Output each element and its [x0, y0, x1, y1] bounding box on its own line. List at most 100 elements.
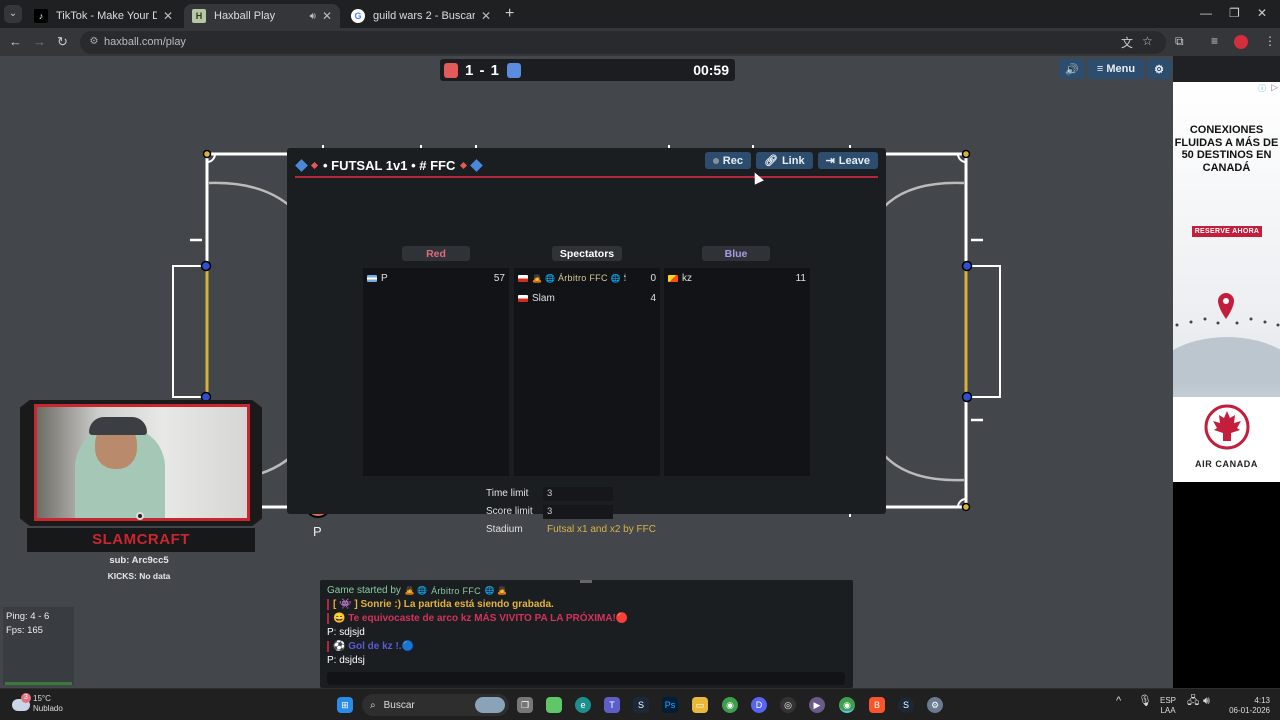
language-indicator[interactable]: ESP LAA: [1160, 696, 1176, 716]
score-limit-label: Score limit: [486, 506, 533, 517]
haxball-game-area[interactable]: P 1 - 1 00:59 🔊 ≡ Menu ⚙ • FUTSAL 1v1 • …: [0, 56, 1173, 688]
blue-team-list[interactable]: kz 11: [664, 268, 810, 476]
crown-emoji-icon: 🙇: [532, 273, 542, 283]
media-control-icon[interactable]: ≡: [1211, 34, 1219, 48]
audio-playing-icon[interactable]: 🔊︎: [309, 10, 316, 22]
menu-button[interactable]: ≡ Menu: [1088, 59, 1144, 79]
discord-icon[interactable]: D: [751, 697, 767, 713]
left-goal-net: [172, 265, 206, 398]
taskbar-search[interactable]: ⌕ Buscar: [362, 694, 509, 716]
minimize-button[interactable]: —: [1200, 6, 1212, 20]
time-limit-select[interactable]: 3: [543, 487, 613, 501]
reload-button[interactable]: ↻: [57, 34, 68, 49]
close-tab-icon[interactable]: ✕: [321, 9, 332, 23]
new-tab-button[interactable]: +: [505, 5, 515, 22]
advertisement[interactable]: ⓘ ▷ CONEXIONES FLUIDAS A MÁS DE 50 DESTI…: [1173, 82, 1280, 482]
player-row[interactable]: Slam 4: [518, 289, 656, 307]
red-team-header[interactable]: Red: [402, 246, 470, 261]
restore-button[interactable]: ❐: [1229, 6, 1240, 20]
flag-chile-icon: [518, 274, 528, 282]
ad-close-icon[interactable]: ▷: [1271, 82, 1278, 92]
tab-title: TikTok - Make Your Day: [56, 10, 157, 22]
leave-button[interactable]: ⇥Leave: [817, 152, 878, 169]
red-team-list[interactable]: P 57: [363, 268, 509, 476]
microphone-icon[interactable]: 🎙︎: [1138, 695, 1152, 707]
task-view-icon[interactable]: ❐: [517, 697, 533, 713]
chat-username: Árbitro FFC: [431, 585, 481, 596]
room-dialog: • FUTSAL 1v1 • # FFC Rec 🔗︎Link ⇥Leave R…: [287, 148, 886, 535]
spectators-list[interactable]: 🙇 🌐 Árbitro FFC 🌐 🕯 0 Slam 4: [514, 268, 660, 476]
chrome-active-icon[interactable]: ◉: [839, 697, 855, 713]
player-row[interactable]: kz 11: [668, 269, 806, 287]
settings-button[interactable]: ⚙: [1147, 59, 1171, 79]
blue-diamond-icon: [470, 159, 484, 172]
photoshop-icon[interactable]: Ps: [662, 697, 678, 713]
volume-icon[interactable]: 🔊︎: [1203, 695, 1210, 707]
sound-button[interactable]: 🔊: [1059, 59, 1085, 79]
browser-tab-bar: ⌄ ♪ TikTok - Make Your Day ✕ H Haxball P…: [0, 0, 1280, 28]
webcam-record-icon: [136, 512, 144, 520]
right-penalty-arc-lower: [884, 455, 965, 482]
flag-bhutan-icon: [668, 274, 678, 282]
player-row[interactable]: 🙇 🌐 Árbitro FFC 🌐 🕯 0: [518, 269, 656, 287]
tray-overflow-icon[interactable]: ^: [1116, 695, 1122, 707]
spectators-header[interactable]: Spectators: [552, 246, 622, 261]
media-player-icon[interactable]: ▶: [809, 697, 825, 713]
address-bar[interactable]: ⚙ haxball.com/play: [80, 31, 1166, 54]
tab-search-button[interactable]: ⌄: [4, 5, 22, 23]
player-score: 11: [795, 272, 806, 284]
chat-resize-handle[interactable]: [580, 580, 592, 583]
tab-tiktok[interactable]: ♪ TikTok - Make Your Day ✕: [26, 4, 181, 28]
chrome-icon[interactable]: ◉: [722, 697, 738, 713]
start-button[interactable]: ⊞: [337, 697, 353, 713]
close-window-button[interactable]: ✕: [1257, 6, 1268, 20]
file-explorer-icon[interactable]: ▭: [692, 697, 708, 713]
chat-message: [ 👾 ] Sonrie :) La partida está siendo g…: [327, 599, 554, 610]
steam-icon[interactable]: S: [633, 697, 649, 713]
widgets-icon[interactable]: [546, 697, 562, 713]
bookmark-star-icon[interactable]: ☆: [1142, 34, 1153, 48]
right-goal-net: [967, 265, 1001, 398]
back-button[interactable]: ←: [9, 34, 22, 49]
tab-title: guild wars 2 - Buscar con Goog: [373, 10, 475, 22]
blue-team-header[interactable]: Blue: [702, 246, 770, 261]
webcam-feed: [34, 404, 250, 521]
stadium-picker[interactable]: Futsal x1 and x2 by FFC: [547, 524, 656, 535]
ad-info-icon[interactable]: ⓘ: [1258, 84, 1266, 93]
clock[interactable]: 4:13 06-01-2026: [1224, 696, 1270, 716]
obs-icon[interactable]: ◎: [780, 697, 796, 713]
weather-widget[interactable]: 3 15°C Nublado: [12, 693, 63, 714]
chat-input[interactable]: [327, 672, 845, 685]
stadium-label: Stadium: [486, 524, 523, 535]
corner-post: [961, 502, 971, 512]
ad-brand-name: AIR CANADA: [1195, 459, 1258, 469]
browser-toolbar: ← → ↻ ⚙ haxball.com/play 文 ☆ ⧉ ≡ ⋮: [0, 28, 1280, 56]
steam-icon-2[interactable]: S: [898, 697, 914, 713]
brave-icon[interactable]: B: [869, 697, 885, 713]
game-top-buttons: 🔊 ≡ Menu ⚙: [1059, 59, 1171, 82]
profile-avatar[interactable]: [1234, 35, 1248, 49]
tab-google[interactable]: G guild wars 2 - Buscar con Goog ✕: [343, 4, 499, 28]
network-icon[interactable]: 🖧: [1187, 695, 1200, 707]
close-tab-icon[interactable]: ✕: [480, 9, 491, 23]
close-tab-icon[interactable]: ✕: [162, 9, 173, 23]
teams-icon[interactable]: T: [604, 697, 620, 713]
more-menu-icon[interactable]: ⋮: [1264, 34, 1276, 48]
translate-icon[interactable]: 文: [1121, 36, 1134, 50]
search-highlight-icon: [475, 697, 505, 713]
settings-app-icon[interactable]: ⚙: [927, 697, 943, 713]
game-timer: 00:59: [693, 62, 729, 78]
player-name: Árbitro FFC: [557, 273, 608, 283]
forward-button[interactable]: →: [33, 34, 46, 49]
tab-haxball[interactable]: H Haxball Play 🔊︎ ✕: [184, 4, 340, 28]
chat-panel: Game started by 🙇 🌐 Árbitro FFC 🌐 🙇 [ 👾 …: [320, 580, 853, 688]
chat-message: P: dsjdsj: [327, 655, 365, 666]
site-info-icon[interactable]: ⚙: [89, 36, 99, 47]
link-button[interactable]: 🔗︎Link: [755, 152, 813, 169]
score-limit-select[interactable]: 3: [543, 505, 613, 519]
edge-icon[interactable]: e: [575, 697, 591, 713]
ad-cta-button[interactable]: RESERVE AHORA: [1192, 226, 1262, 237]
extensions-icon[interactable]: ⧉: [1175, 34, 1184, 48]
rec-button[interactable]: Rec: [704, 152, 751, 169]
player-row[interactable]: P 57: [367, 269, 505, 287]
